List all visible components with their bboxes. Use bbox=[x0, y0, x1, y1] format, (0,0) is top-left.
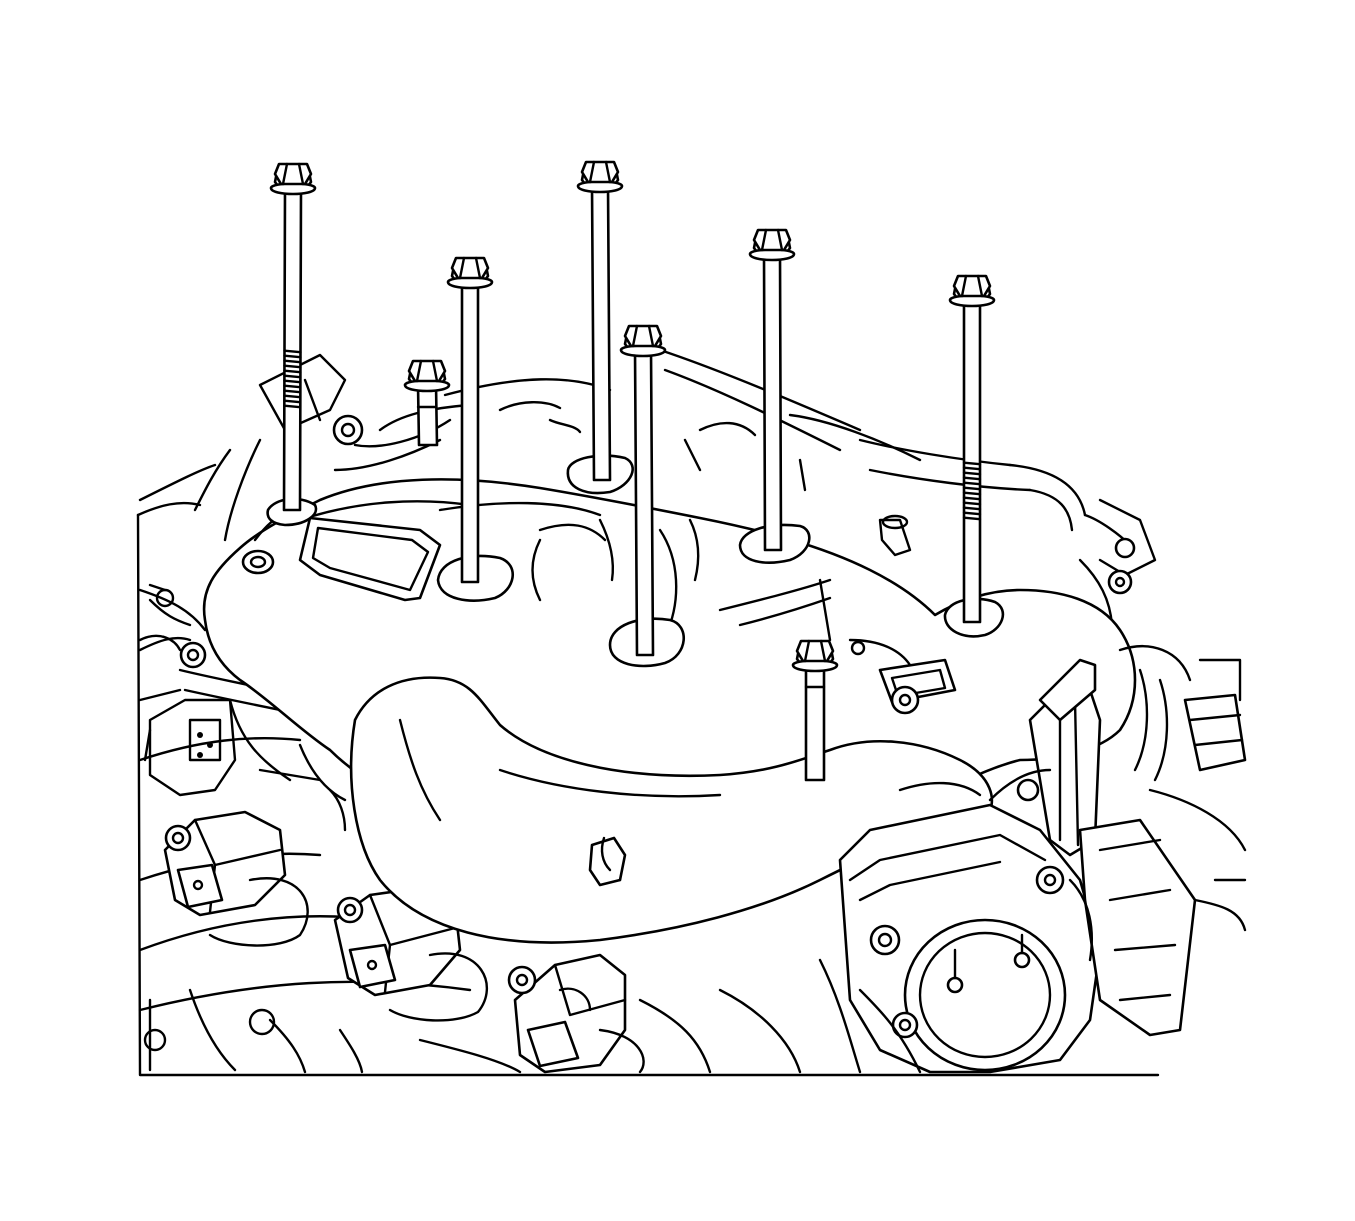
throttle-body bbox=[818, 803, 1102, 1074]
bolt-5-head bbox=[748, 228, 796, 262]
intake-runner-tube bbox=[349, 676, 994, 944]
engine-block bbox=[136, 501, 1160, 1077]
bolt-7-head bbox=[403, 359, 451, 393]
bolt-6 bbox=[948, 274, 996, 624]
bolt-4-head bbox=[619, 324, 667, 358]
bolt-7 bbox=[403, 359, 451, 447]
bolt-1-head bbox=[269, 162, 317, 196]
bolt-4 bbox=[619, 324, 667, 657]
hoses-right bbox=[898, 645, 1247, 1037]
bolt-8-head bbox=[791, 639, 839, 673]
bolt-3 bbox=[576, 160, 624, 482]
ignition-coil-1 bbox=[163, 810, 309, 947]
bolt-2 bbox=[446, 256, 494, 584]
map-sensor bbox=[848, 638, 957, 715]
bolt-1 bbox=[269, 162, 317, 512]
bolts bbox=[269, 160, 996, 782]
bolt-8 bbox=[791, 639, 839, 782]
bolt-2-head bbox=[446, 256, 494, 290]
bolt-5 bbox=[748, 228, 796, 552]
ignition-coil-3 bbox=[507, 953, 645, 1074]
bolt-6-head bbox=[948, 274, 996, 308]
ignition-coil-2 bbox=[333, 886, 489, 1022]
bolt-3-head bbox=[576, 160, 624, 194]
lower-runners bbox=[228, 698, 347, 832]
